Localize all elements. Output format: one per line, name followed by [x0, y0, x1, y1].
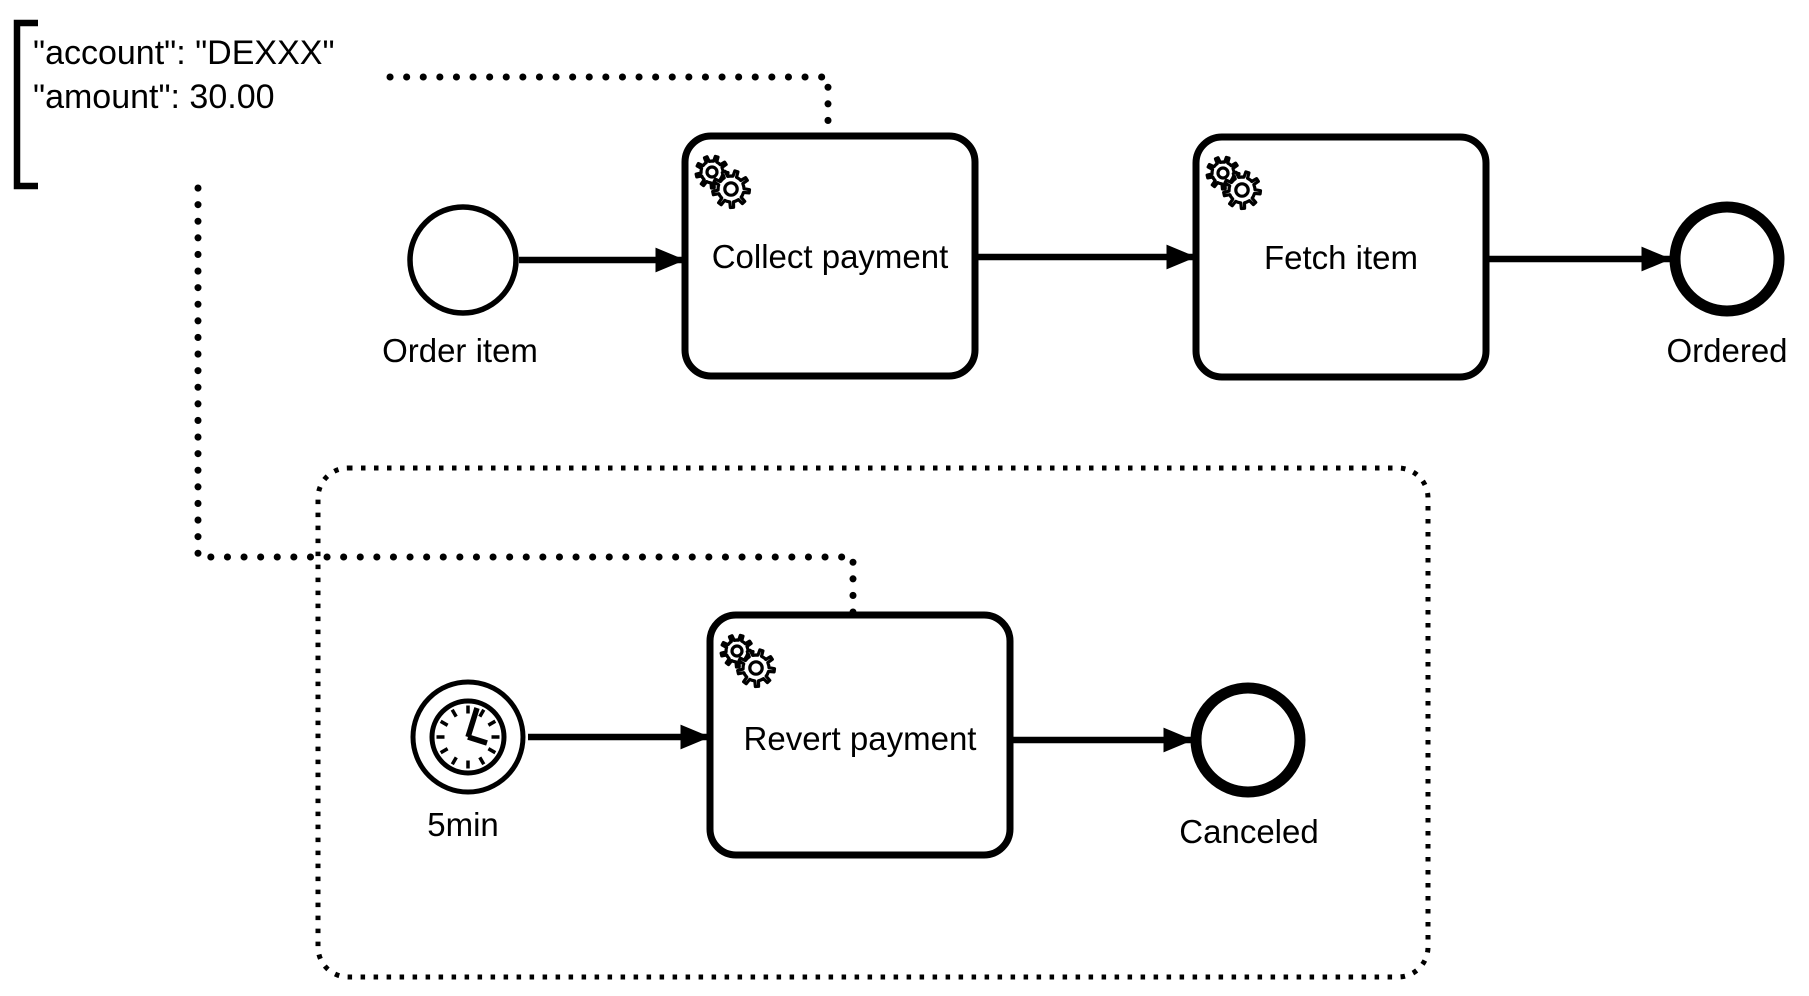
association-to-revert-payment: [194, 184, 857, 617]
end-event-circle[interactable]: [1669, 201, 1785, 317]
event-subprocess-boundary[interactable]: [315, 465, 1431, 980]
end-event-canceled-label: Canceled: [1179, 813, 1318, 850]
text-annotation-bracket: [13, 19, 38, 190]
end-event-ordered[interactable]: Ordered: [1666, 201, 1788, 369]
association-to-collect-payment: [386, 73, 832, 138]
task-revert-payment-label: Revert payment: [744, 720, 977, 757]
task-collect-payment[interactable]: Collect payment: [681, 132, 979, 380]
end-event-canceled[interactable]: Canceled: [1179, 682, 1319, 850]
gears-icon: [719, 633, 777, 689]
start-event-circle[interactable]: [407, 204, 519, 316]
end-event-ordered-label: Ordered: [1666, 332, 1787, 369]
gears-icon: [1205, 155, 1263, 211]
task-revert-payment-box[interactable]: [706, 611, 1014, 859]
gears-icon: [694, 154, 752, 210]
start-event-order-item[interactable]: Order item: [382, 204, 538, 369]
annotation-line-1: "account": "DEXXX": [33, 34, 335, 72]
timer-event-label: 5min: [427, 806, 499, 843]
clock-icon: [436, 705, 500, 769]
task-revert-payment[interactable]: Revert payment: [706, 611, 1014, 859]
text-annotation[interactable]: "account": "DEXXX" "amount": 30.00: [13, 19, 335, 190]
timer-start-event[interactable]: 5min: [410, 679, 526, 843]
start-event-label: Order item: [382, 332, 538, 369]
annotation-line-2: "amount": 30.00: [33, 78, 275, 116]
task-fetch-item[interactable]: Fetch item: [1192, 133, 1490, 381]
task-collect-payment-label: Collect payment: [712, 238, 949, 275]
task-fetch-item-label: Fetch item: [1264, 239, 1418, 276]
end-event-circle[interactable]: [1190, 682, 1306, 798]
